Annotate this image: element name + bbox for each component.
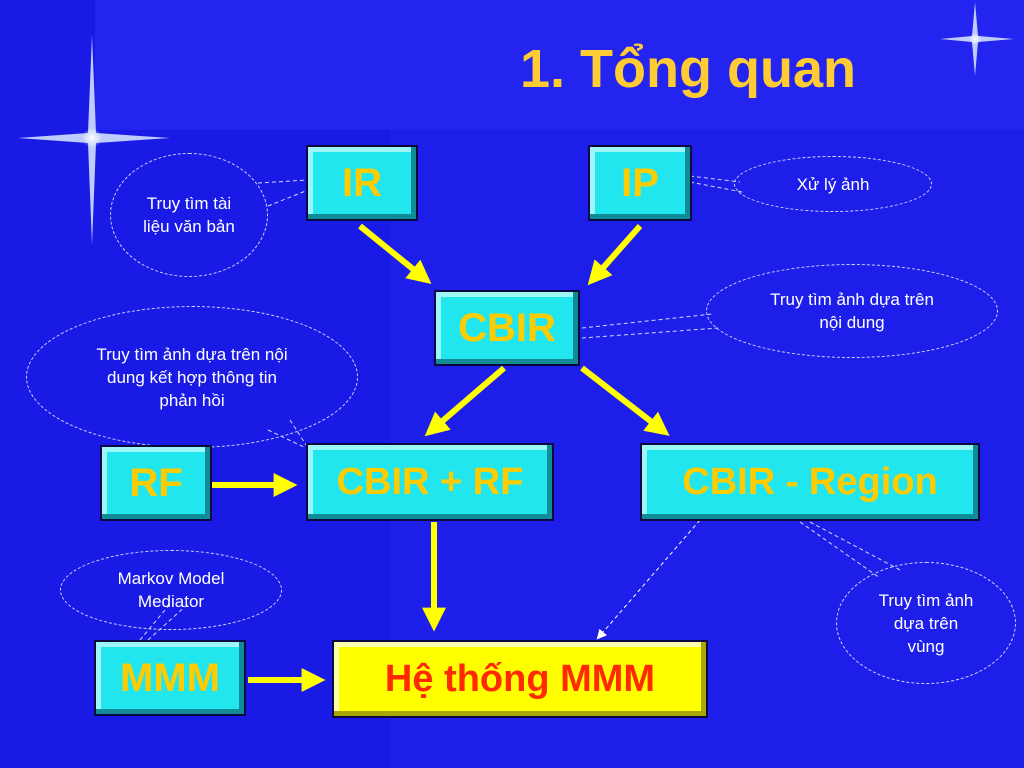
- node-cbir-region-label: CBIR - Region: [682, 460, 938, 503]
- callout-region: Truy tìm ảnh dựa trên vùng: [836, 562, 1016, 684]
- arrow-cbir-to-cbir-rf: [424, 365, 506, 437]
- callout-region-text: Truy tìm ảnh dựa trên vùng: [878, 590, 974, 656]
- node-he-thong-mmm-label: Hệ thống MMM: [384, 657, 656, 700]
- callout-cbir: Truy tìm ảnh dựa trên nội dung: [706, 264, 998, 358]
- node-cbir-region: CBIR - Region: [640, 443, 980, 521]
- node-ip: IP: [588, 145, 692, 221]
- node-cbir-label: CBIR: [458, 305, 556, 350]
- background-panel-top: [95, 0, 1024, 130]
- node-mmm: MMM: [94, 640, 246, 716]
- callout-ip: Xử lý ảnh: [734, 156, 932, 212]
- callout-ir: Truy tìm tài liệu văn bản: [110, 153, 268, 277]
- arrow-ir-to-cbir: [358, 223, 432, 285]
- callout-mmm-text: Markov Model Mediator: [117, 569, 225, 611]
- callout-ir-text: Truy tìm tài liệu văn bản: [143, 194, 235, 236]
- node-rf: RF: [100, 445, 212, 521]
- callout-ip-text: Xử lý ảnh: [796, 174, 870, 194]
- node-he-thong-mmm: Hệ thống MMM: [332, 640, 708, 718]
- callout-cbir-rf: Truy tìm ảnh dựa trên nội dung kết hợp t…: [26, 306, 358, 448]
- node-ir-label: IR: [342, 160, 382, 205]
- callout-cbir-text: Truy tìm ảnh dựa trên nội dung: [770, 290, 934, 332]
- callout-mmm: Markov Model Mediator: [60, 550, 282, 630]
- node-cbir-rf-label: CBIR + RF: [336, 460, 524, 503]
- sparkle-icon: [18, 35, 170, 245]
- node-cbir: CBIR: [434, 290, 580, 366]
- node-mmm-label: MMM: [120, 655, 220, 700]
- sparkle-icon: [940, 2, 1014, 76]
- arrow-ip-to-cbir: [587, 224, 643, 286]
- node-cbir-rf: CBIR + RF: [306, 443, 554, 521]
- node-ip-label: IP: [621, 160, 659, 205]
- page-title: 1. Tổng quan: [520, 39, 856, 99]
- arrow-cbir-to-region: [580, 365, 670, 436]
- node-ir: IR: [306, 145, 418, 221]
- node-rf-label: RF: [129, 460, 183, 505]
- callout-cbir-rf-text: Truy tìm ảnh dựa trên nội dung kết hợp t…: [96, 344, 288, 410]
